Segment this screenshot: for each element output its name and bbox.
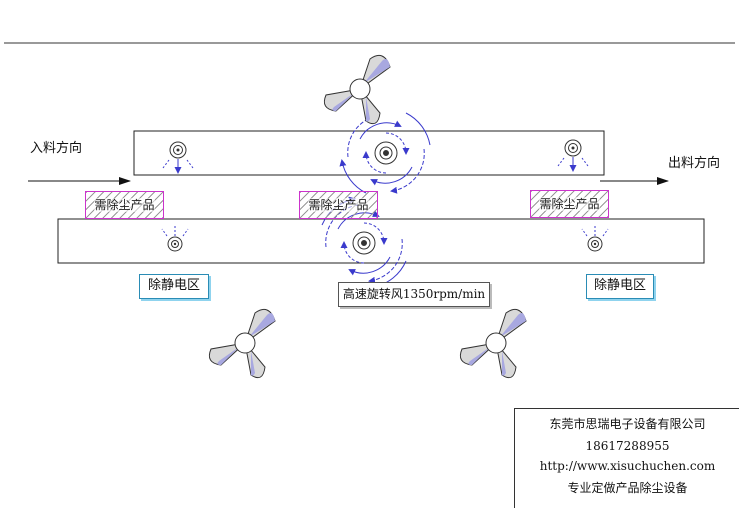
fan-icon (459, 308, 527, 379)
product-right-label: 需除尘产品 (539, 197, 600, 211)
inlet-direction-label: 入料方向 (30, 141, 83, 156)
company-phone: 18617288955 (585, 439, 670, 453)
company-slogan: 专业定做产品除尘设备 (567, 481, 688, 495)
swirl-icon (339, 112, 431, 194)
lower-chamber (57, 218, 705, 264)
static-zone-left: 除静电区 (139, 274, 209, 299)
wind-speed-label: 高速旋转风1350rpm/min (338, 282, 490, 307)
ionizer-icon (162, 141, 194, 174)
upper-chamber (133, 130, 605, 176)
company-url[interactable]: http://www.xisuchuchen.com (539, 459, 716, 473)
ionizer-icon (557, 139, 589, 172)
company-name: 东莞市思瑞电子设备有限公司 (549, 417, 706, 431)
ionizer-icon (581, 224, 609, 252)
product-right: 需除尘产品 (530, 190, 609, 218)
company-info: 东莞市思瑞电子设备有限公司 18617288955 http://www.xis… (514, 408, 739, 508)
outlet-direction-label: 出料方向 (668, 156, 721, 171)
product-left: 需除尘产品 (85, 191, 164, 219)
fan-icon (323, 54, 391, 125)
product-center-label: 需除尘产品 (308, 198, 369, 212)
ionizer-icon (161, 224, 189, 252)
product-center: 需除尘产品 (299, 191, 378, 219)
static-zone-right: 除静电区 (586, 274, 654, 299)
product-left-label: 需除尘产品 (94, 198, 155, 212)
fan-icon (208, 308, 276, 379)
